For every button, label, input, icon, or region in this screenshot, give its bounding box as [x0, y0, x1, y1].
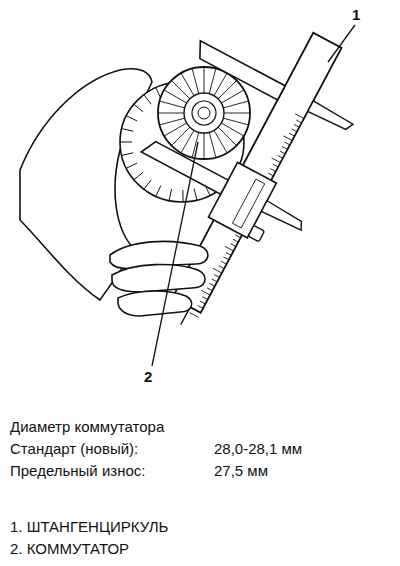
leader-line — [328, 25, 355, 62]
stroke — [296, 120, 301, 123]
part-name: 1. ШТАНГЕНЦИРКУЛЬ — [10, 518, 168, 536]
spec-name: Предельный износ: — [10, 462, 145, 480]
stroke — [295, 114, 304, 119]
stroke — [189, 312, 198, 317]
stroke — [292, 129, 297, 132]
stroke — [134, 104, 143, 112]
stroke — [126, 116, 137, 121]
stroke — [272, 158, 281, 163]
stroke — [200, 301, 205, 304]
stroke — [294, 125, 299, 128]
stroke — [169, 189, 171, 201]
spec-value: 28,0-28,1 мм — [214, 440, 302, 458]
callout-number: 1 — [350, 6, 362, 24]
stroke — [209, 69, 216, 94]
stroke — [144, 95, 151, 104]
stroke — [194, 189, 197, 201]
stroke — [270, 169, 275, 172]
stroke — [209, 283, 214, 286]
spec-name: Стандарт (новый): — [10, 440, 138, 458]
spec-value: 27,5 мм — [214, 462, 268, 480]
stroke — [195, 310, 200, 313]
stroke — [164, 123, 187, 136]
leader-line — [152, 142, 198, 366]
stroke — [182, 190, 183, 202]
stroke — [282, 147, 287, 150]
stroke — [160, 118, 185, 125]
stroke — [268, 173, 273, 176]
commutator — [158, 67, 250, 159]
stroke — [134, 172, 143, 180]
stroke — [233, 239, 238, 242]
part-name: 2. КОММУТАТОР — [10, 540, 129, 558]
stroke — [226, 253, 231, 256]
stroke — [207, 288, 212, 291]
stroke — [201, 290, 210, 295]
stroke — [283, 136, 292, 141]
stroke — [214, 275, 219, 278]
stroke — [225, 246, 234, 251]
stroke — [214, 130, 227, 153]
stroke — [221, 90, 244, 103]
stroke — [202, 297, 207, 300]
stroke — [204, 67, 205, 93]
figure-caption: Диаметр коммутатора — [10, 418, 164, 436]
stroke — [219, 266, 224, 269]
stroke — [223, 118, 248, 125]
callout-number: 2 — [142, 368, 154, 386]
fingers — [110, 241, 208, 316]
stroke — [224, 257, 229, 260]
caliper — [78, 0, 385, 354]
stroke — [280, 151, 285, 154]
stroke — [122, 153, 134, 156]
stroke — [192, 69, 199, 94]
stroke — [221, 261, 226, 264]
stroke — [278, 155, 283, 158]
stroke — [273, 164, 278, 167]
stroke — [198, 306, 203, 309]
stroke — [235, 235, 240, 238]
stroke — [122, 129, 134, 132]
stroke — [120, 142, 132, 143]
stroke — [144, 180, 151, 189]
stroke — [158, 113, 184, 114]
stroke — [289, 133, 294, 136]
stroke — [204, 133, 205, 159]
stroke — [285, 142, 290, 145]
stroke — [209, 132, 216, 157]
stroke — [156, 186, 161, 197]
stroke — [213, 268, 222, 273]
stroke — [223, 101, 248, 108]
stroke — [160, 101, 185, 108]
stroke — [231, 244, 236, 247]
stroke — [181, 73, 194, 96]
stroke — [126, 163, 137, 168]
stroke — [212, 279, 217, 282]
stroke — [224, 113, 250, 114]
